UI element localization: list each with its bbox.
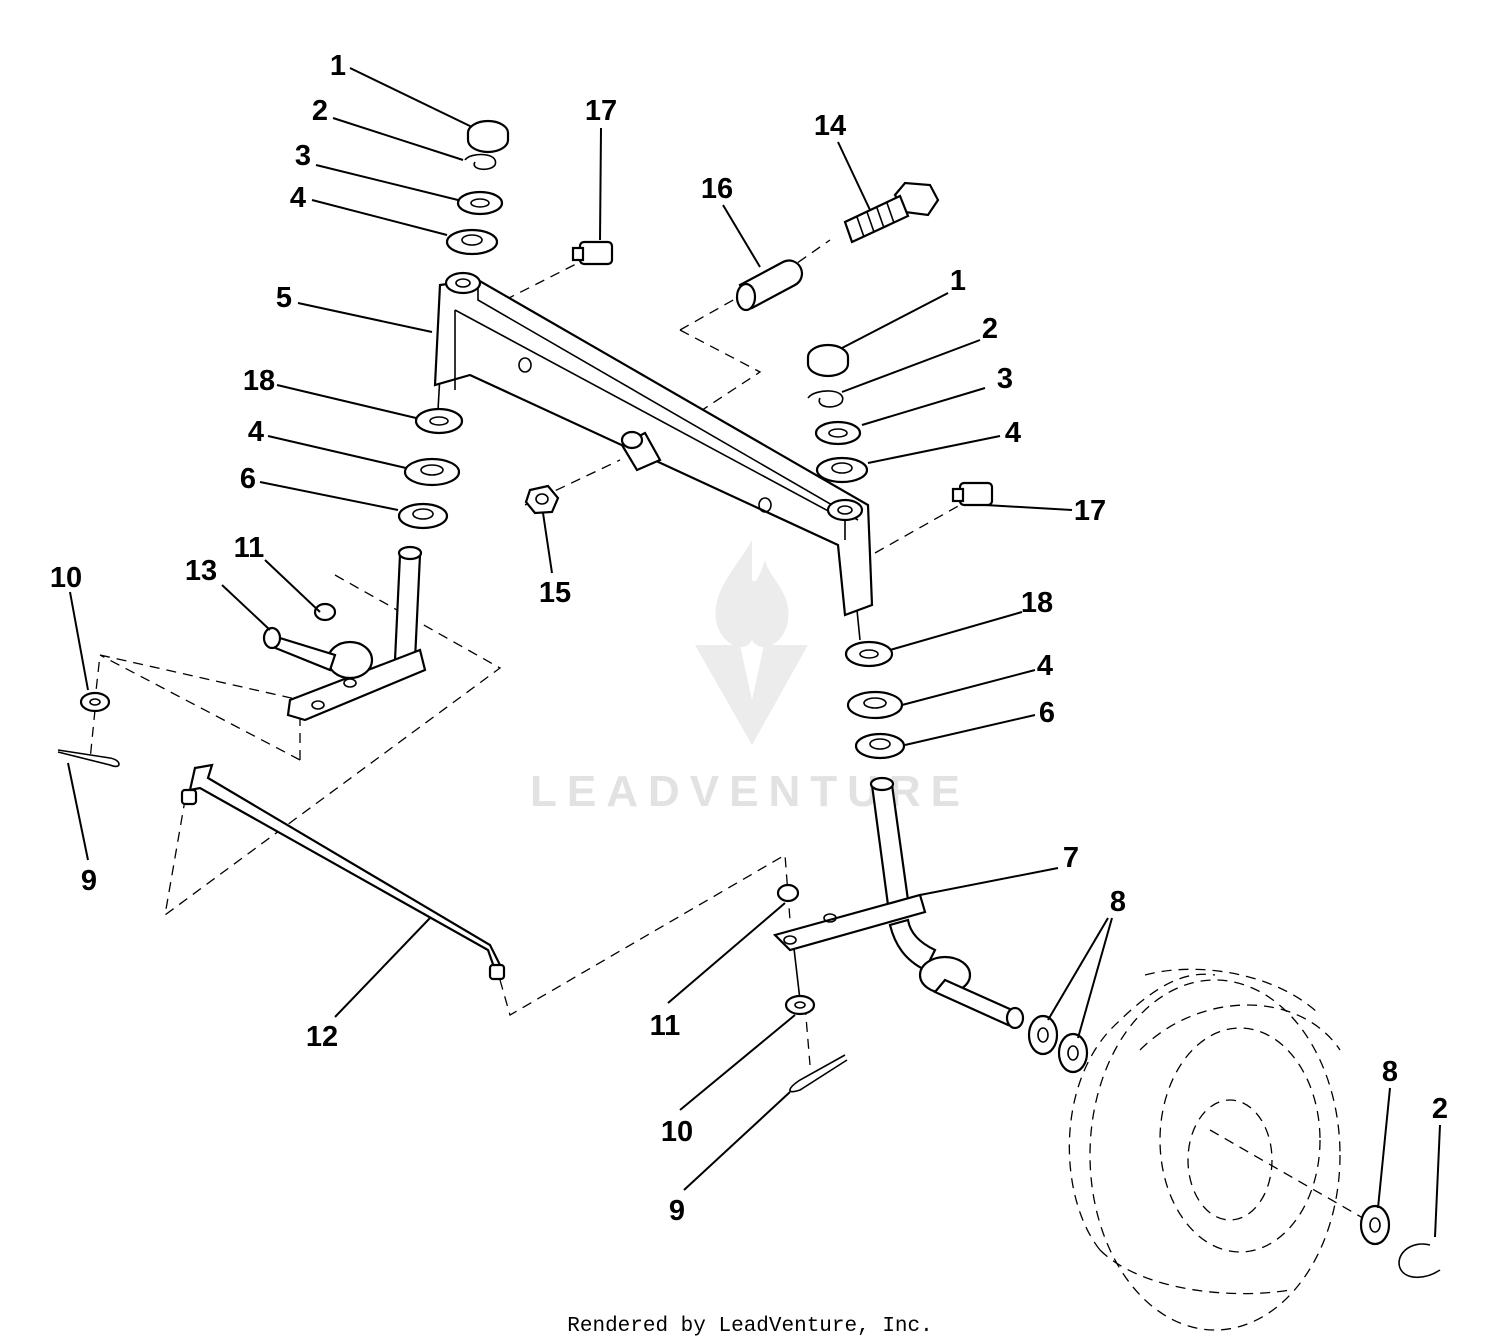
left-tie-rod-hardware <box>57 691 120 768</box>
callout-label: 13 <box>185 555 217 587</box>
callout-label: 10 <box>50 562 82 594</box>
callout-label: 4 <box>1005 417 1021 449</box>
axle-beam <box>433 271 874 617</box>
callout-label: 18 <box>1021 587 1053 619</box>
callout-label: 12 <box>306 1021 338 1053</box>
watermark-text: LEADVENTURE <box>530 767 970 816</box>
callout-label: 5 <box>276 282 292 314</box>
grease-fitting-top <box>571 240 614 266</box>
right-tie-rod-hardware <box>784 994 848 1093</box>
left-spindle <box>262 545 427 722</box>
leader-lines <box>67 67 1441 1238</box>
callout-label: 3 <box>295 140 311 172</box>
right-kingpin-stack <box>806 343 869 484</box>
callout-label: 7 <box>1063 842 1079 874</box>
front-wheel-outline <box>1068 968 1341 1331</box>
tie-rod <box>180 763 506 981</box>
callout-label: 15 <box>539 577 571 609</box>
pivot-spacer <box>735 259 804 312</box>
callout-label: 16 <box>701 173 733 205</box>
callout-label: 2 <box>312 95 328 127</box>
callout-labels: 1 2 3 4 17 14 16 5 1 2 3 4 18 4 6 17 15 … <box>50 50 1448 1227</box>
callout-label: 9 <box>81 865 97 897</box>
callout-label: 1 <box>950 265 966 297</box>
callout-label: 9 <box>669 1195 685 1227</box>
callout-label: 18 <box>243 365 275 397</box>
assembly-lines <box>89 239 1376 1226</box>
callout-label: 10 <box>661 1116 693 1148</box>
callout-label: 2 <box>1432 1093 1448 1125</box>
pivot-nut <box>524 484 560 515</box>
footer-credit: Rendered by LeadVenture, Inc. <box>567 1315 932 1338</box>
pivot-bolt <box>843 181 940 244</box>
callout-label: 3 <box>997 363 1013 395</box>
callout-label: 11 <box>234 532 265 564</box>
callout-label: 8 <box>1382 1056 1398 1088</box>
left-kingpin-stack <box>445 119 510 256</box>
callout-label: 11 <box>650 1010 681 1042</box>
callout-label: 1 <box>330 50 346 82</box>
callout-label: 2 <box>982 313 998 345</box>
grease-fitting-right <box>951 481 994 507</box>
right-spindle <box>772 776 1025 1030</box>
callout-label: 14 <box>814 110 846 142</box>
callout-label: 4 <box>1037 650 1053 682</box>
callout-label: 17 <box>1074 495 1106 527</box>
right-spindle-washers <box>844 640 906 760</box>
e-clip <box>1398 1243 1441 1279</box>
wheel-washers <box>1027 1014 1391 1246</box>
callout-label: 4 <box>290 182 306 214</box>
watermark-logo <box>695 540 808 745</box>
callout-label: 8 <box>1110 886 1126 918</box>
left-spindle-washers <box>397 407 464 530</box>
callout-label: 4 <box>248 416 264 448</box>
callout-label: 17 <box>585 95 617 127</box>
callout-label: 6 <box>240 463 256 495</box>
callout-label: 6 <box>1039 697 1055 729</box>
